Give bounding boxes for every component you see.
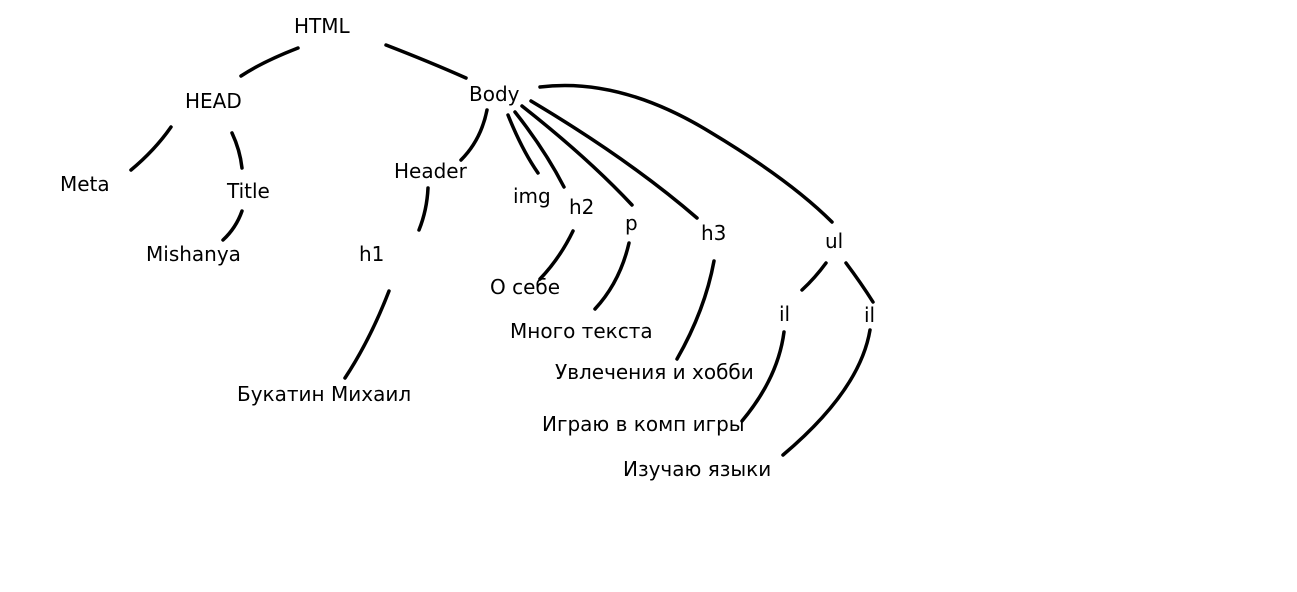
node-title-text: Mishanya — [146, 242, 241, 266]
node-li-1-text: Играю в комп игры — [542, 412, 745, 436]
edge-h1-text — [343, 289, 391, 380]
edge-body-h3 — [529, 99, 699, 220]
node-html: HTML — [294, 14, 350, 38]
edge-ul-li2 — [844, 261, 875, 304]
edge-html-body — [384, 43, 468, 80]
edge-h2-text — [538, 229, 575, 281]
node-meta: Meta — [60, 172, 110, 196]
node-li-1: il — [779, 302, 791, 326]
edge-h3-text — [675, 259, 716, 361]
node-title: Title — [227, 179, 270, 203]
node-h3: h3 — [701, 221, 727, 245]
node-h1-text: Букатин Михаил — [237, 382, 412, 406]
node-li-2: il — [864, 303, 876, 327]
node-header: Header — [394, 159, 467, 183]
edge-li2-text — [781, 328, 872, 457]
edge-title-mishanya — [221, 209, 244, 242]
edge-body-img — [506, 113, 540, 175]
edge-ul-li1 — [800, 261, 828, 292]
node-h2: h2 — [569, 195, 595, 219]
node-ul: ul — [825, 229, 844, 253]
node-body: Body — [469, 82, 520, 106]
edge-body-header — [459, 108, 489, 162]
node-h1: h1 — [359, 242, 385, 266]
edge-body-ul — [538, 83, 834, 224]
node-head: HEAD — [185, 89, 242, 113]
node-li-2-text: Изучаю языки — [623, 457, 772, 481]
edge-head-meta — [129, 125, 173, 172]
node-h3-text: Увлечения и хобби — [555, 360, 754, 384]
edge-body-p — [520, 104, 634, 207]
node-p-text: Много текста — [510, 319, 653, 343]
edge-head-title — [230, 131, 244, 170]
node-p: p — [625, 211, 638, 235]
node-img: img — [513, 184, 551, 208]
edge-p-text — [593, 241, 631, 311]
edge-html-head — [239, 46, 300, 78]
edge-li1-text — [740, 330, 786, 423]
edge-body-h2 — [513, 110, 566, 189]
edge-header-h1 — [417, 186, 430, 232]
node-h2-text: О себе — [490, 275, 561, 299]
